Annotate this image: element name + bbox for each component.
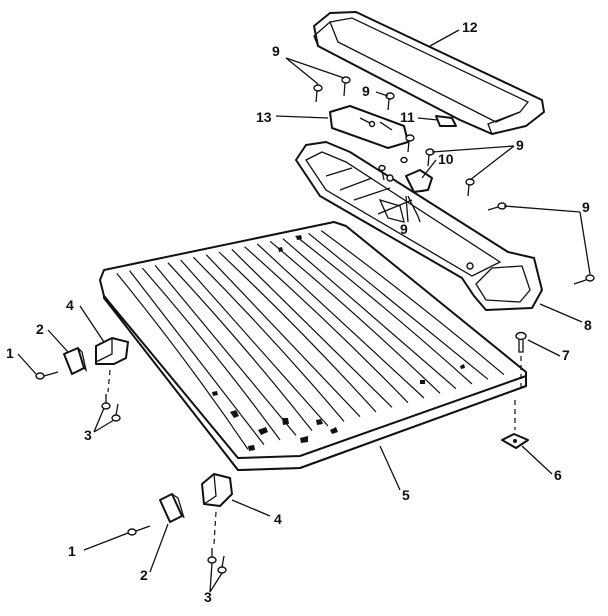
callout-4-upper: 4 bbox=[66, 297, 74, 313]
callout-11: 11 bbox=[400, 109, 415, 125]
wood-grain-line bbox=[295, 235, 473, 385]
part-8-housing-tray bbox=[295, 141, 543, 311]
callout-8: 8 bbox=[584, 317, 592, 333]
wood-grain-line bbox=[231, 248, 393, 408]
callout-labels: 12 9 9 13 11 9 10 9 9 8 7 6 5 4 2 1 3 4 … bbox=[6, 19, 592, 605]
wood-grain-line bbox=[218, 251, 377, 413]
callout-3-upper: 3 bbox=[84, 427, 92, 443]
wood-grain-line bbox=[282, 238, 457, 390]
hinge-assembly-upper-left bbox=[35, 337, 129, 422]
wood-grain-line bbox=[116, 272, 249, 450]
part-12-top-cover bbox=[313, 11, 545, 135]
wood-grain-line bbox=[129, 270, 265, 446]
leader-lines bbox=[17, 29, 591, 593]
part-4-hinge-lower bbox=[201, 473, 233, 507]
callout-2-upper: 2 bbox=[36, 321, 44, 337]
wood-grain-line bbox=[141, 267, 281, 441]
callout-5: 5 bbox=[402, 487, 410, 503]
callout-2-lower: 2 bbox=[140, 567, 148, 583]
part-2-hinge-plate-lower bbox=[159, 493, 183, 523]
part-7-alignment-line bbox=[514, 356, 522, 430]
callout-9-far-right: 9 bbox=[582, 199, 590, 215]
wood-grain-line bbox=[244, 246, 409, 404]
callout-3-lower: 3 bbox=[204, 589, 212, 605]
part-11-clip bbox=[435, 115, 457, 127]
wood-grain-line bbox=[256, 243, 425, 399]
wood-grain-line bbox=[180, 259, 329, 427]
part-5-lid-panel bbox=[99, 221, 527, 471]
wood-grain-line bbox=[193, 256, 345, 422]
wood-grain-line bbox=[269, 240, 441, 394]
callout-9-mid: 9 bbox=[362, 83, 370, 99]
part-13-bracket-plate bbox=[329, 105, 409, 149]
part-6-square-nut bbox=[501, 433, 529, 449]
wood-grain-line bbox=[167, 262, 313, 432]
callout-1-lower: 1 bbox=[68, 543, 76, 559]
callout-13: 13 bbox=[256, 109, 272, 125]
wood-grain-line bbox=[320, 230, 505, 376]
wood-grain-line bbox=[308, 232, 489, 380]
callout-9-center: 9 bbox=[400, 221, 408, 237]
hinge-assembly-lower bbox=[127, 473, 233, 574]
callout-9-right: 9 bbox=[516, 137, 524, 153]
callout-10: 10 bbox=[438, 151, 454, 167]
part-9-screws bbox=[313, 76, 595, 285]
callout-4-lower: 4 bbox=[274, 511, 282, 527]
part-7-screw bbox=[515, 331, 527, 353]
callout-9-top: 9 bbox=[272, 43, 280, 59]
callout-1-upper: 1 bbox=[6, 345, 14, 361]
wood-grain-lines bbox=[116, 230, 505, 450]
callout-12: 12 bbox=[462, 19, 478, 35]
wood-grain-line bbox=[205, 254, 361, 418]
callout-6: 6 bbox=[554, 467, 562, 483]
part-10-mechanism bbox=[405, 169, 433, 223]
callout-7: 7 bbox=[562, 347, 570, 363]
wood-grain-line bbox=[154, 264, 297, 436]
